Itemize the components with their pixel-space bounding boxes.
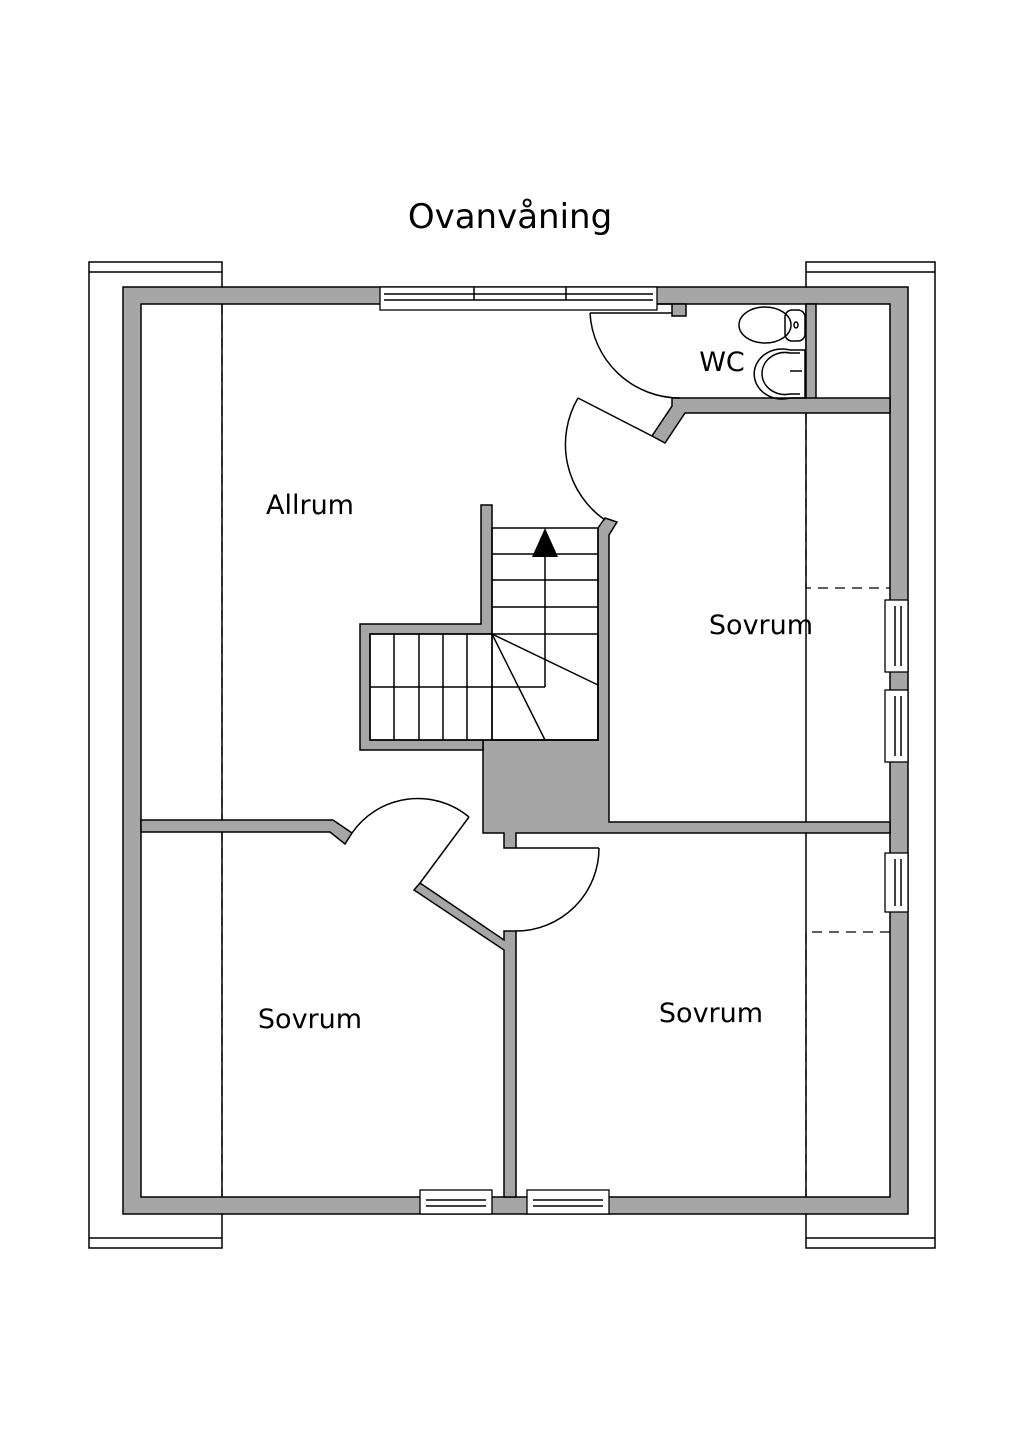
room-label-allrum: Allrum bbox=[266, 490, 354, 521]
room-label-wc: WC bbox=[699, 347, 745, 378]
toilet-icon bbox=[738, 306, 806, 344]
window-right-2 bbox=[884, 689, 909, 763]
door-bedroom-bottom-left bbox=[351, 797, 470, 884]
room-label-sovrum-bottom-right: Sovrum bbox=[659, 998, 763, 1029]
window-bottom-right bbox=[526, 1189, 610, 1215]
window-bottom-left bbox=[419, 1189, 493, 1215]
window-right-1 bbox=[884, 599, 909, 673]
door-wc bbox=[589, 312, 681, 399]
stair-direction-arrow-icon bbox=[532, 528, 558, 557]
sink-icon bbox=[753, 348, 806, 400]
window-right-3 bbox=[884, 852, 909, 913]
floor-title: Ovanvåning bbox=[408, 197, 612, 237]
window-top bbox=[379, 286, 658, 311]
staircase bbox=[369, 527, 599, 741]
room-label-sovrum-bottom-left: Sovrum bbox=[258, 1004, 362, 1035]
room-label-sovrum-right: Sovrum bbox=[709, 610, 813, 641]
roof-overhang-left bbox=[88, 261, 223, 1249]
door-bedroom-right bbox=[564, 397, 653, 521]
interior-walls bbox=[140, 303, 891, 1198]
door-bedroom-bottom-right bbox=[515, 847, 600, 932]
roof-overhang-right bbox=[805, 261, 936, 1249]
